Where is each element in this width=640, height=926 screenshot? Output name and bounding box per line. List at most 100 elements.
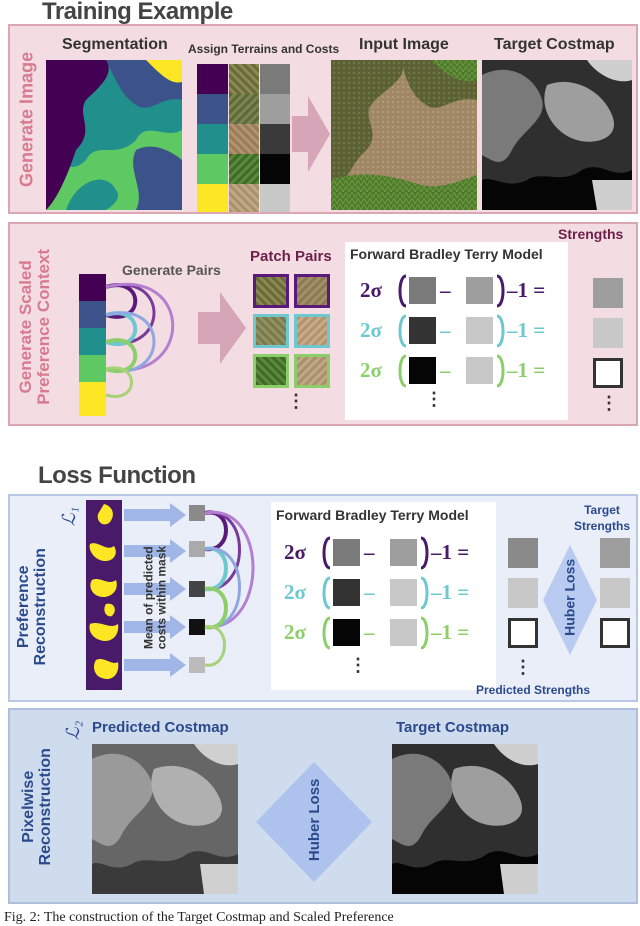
pixelwise-line1: Pixelwise xyxy=(20,770,38,843)
loss-eq-ellipsis: ⋮ xyxy=(349,655,367,675)
arrow-right-icon xyxy=(292,96,330,172)
eq1-prefix: 2σ xyxy=(360,278,382,302)
pred-strength-3 xyxy=(508,618,538,648)
eq2-prefix: 2σ xyxy=(360,318,382,342)
loss-function-title: Loss Function xyxy=(38,462,196,489)
target-costmap-image-2 xyxy=(392,744,538,894)
target-strength-2 xyxy=(600,578,630,608)
loss-eq3-suffix: –1 = xyxy=(431,620,470,644)
mean-text-line1: Mean of predicted xyxy=(141,546,156,649)
loss-eq2-cost-b xyxy=(390,579,417,606)
eq1-open-bracket xyxy=(398,274,407,308)
patch-pair-1-a xyxy=(253,274,289,308)
loss-eq1-close-bracket xyxy=(420,536,429,570)
loss1-symbol: ℒ₁ xyxy=(59,506,80,527)
loss-eq3-minus: – xyxy=(364,620,375,644)
terrain-texture-5 xyxy=(229,184,259,212)
palette-swatch-5 xyxy=(197,184,228,212)
figure-caption: Fig. 2: The construction of the Target C… xyxy=(4,910,394,925)
pred-cost-4 xyxy=(189,619,205,635)
bt-model-title-2: Forward Bradley Terry Model xyxy=(276,507,469,523)
loss-eq2-suffix: –1 = xyxy=(431,580,470,604)
eq1-suffix: –1 = xyxy=(507,278,546,302)
loss-eq1-open-bracket xyxy=(322,536,331,570)
eq2-suffix: –1 = xyxy=(507,318,546,342)
segmentation-label: Segmentation xyxy=(62,36,168,53)
eq2-close-bracket xyxy=(496,314,505,348)
terrain-texture-2 xyxy=(229,94,259,124)
target-strengths-line1: Target xyxy=(584,503,620,517)
loss-eq2-minus: – xyxy=(364,580,375,604)
predicted-strengths-label: Predicted Strengths xyxy=(476,683,591,697)
generate-pairs-label: Generate Pairs xyxy=(122,262,221,278)
terrain-texture-1 xyxy=(229,64,259,94)
patch-ellipsis: ⋮ xyxy=(287,391,305,411)
loss-eq2-cost-a xyxy=(333,579,360,606)
segmentation-image xyxy=(46,60,182,210)
huber-loss-label-2: Huber Loss xyxy=(306,778,324,862)
loss-eq2-open-bracket xyxy=(322,576,331,610)
bt-model-box-2 xyxy=(271,502,496,690)
preference-context-label-line2: Preference Context xyxy=(34,248,53,405)
loss-eq1-minus: – xyxy=(364,540,375,564)
preference-reconstruction-label: Preference Reconstruction xyxy=(15,522,50,692)
mean-text-line2: costs within mask xyxy=(154,545,168,650)
mean-predicted-text: Mean of predicted costs within mask xyxy=(141,538,168,658)
palette-swatch-3 xyxy=(197,124,228,154)
pred-cost-5 xyxy=(189,657,205,673)
pred-strength-1 xyxy=(508,538,538,568)
pair-palette-5 xyxy=(79,382,106,416)
eq3-cost-a xyxy=(409,357,436,384)
eq3-cost-b xyxy=(466,357,493,384)
preference-reconstruction-line2: Reconstruction xyxy=(32,548,49,666)
huber-loss-label-1: Huber Loss xyxy=(561,558,578,636)
patch-pair-3-a xyxy=(253,354,289,388)
target-strengths-label: Target Strengths xyxy=(574,503,630,534)
target-strength-1 xyxy=(600,538,630,568)
pair-palette-4 xyxy=(79,355,106,382)
pred-cost-1 xyxy=(189,505,205,521)
palette-swatch-2 xyxy=(197,94,228,124)
target-strengths-line2: Strengths xyxy=(574,518,631,533)
eq1-minus: – xyxy=(440,278,451,302)
pred-strength-ellipsis: ⋮ xyxy=(514,657,532,677)
loss-eq1-prefix: 2σ xyxy=(284,540,306,564)
eq3-minus: – xyxy=(440,358,451,382)
eq1-cost-a xyxy=(409,277,436,304)
assign-terrains-label: Assign Terrains and Costs xyxy=(188,42,340,56)
cost-swatch-1 xyxy=(260,64,290,94)
eq3-suffix: –1 = xyxy=(507,358,546,382)
cost-swatch-5 xyxy=(260,184,290,212)
pair-arcs-diagram xyxy=(105,283,175,398)
mask-column xyxy=(86,500,122,690)
palette-swatch-1 xyxy=(197,64,228,94)
pred-strength-2 xyxy=(508,578,538,608)
mean-arrows xyxy=(124,503,186,677)
loss-eq2-close-bracket xyxy=(420,576,429,610)
palette-swatch-4 xyxy=(197,154,228,184)
eq3-close-bracket xyxy=(496,354,505,388)
predicted-costmap-image xyxy=(92,744,238,894)
loss-eq1-cost-b xyxy=(390,539,417,566)
pred-cost-2 xyxy=(189,541,205,557)
strength-3 xyxy=(593,358,623,388)
loss-arcs-diagram xyxy=(204,510,255,667)
bt-model-title-1: Forward Bradley Terry Model xyxy=(350,246,543,262)
loss-eq1-suffix: –1 = xyxy=(431,540,470,564)
target-costmap-label: Target Costmap xyxy=(494,36,615,53)
pair-palette-1 xyxy=(79,274,106,301)
strengths-label: Strengths xyxy=(558,226,624,242)
pair-palette-2 xyxy=(79,301,106,328)
preference-context-label: Generate Scaled Preference Context xyxy=(16,237,53,417)
eq3-prefix: 2σ xyxy=(360,358,382,382)
input-image-label: Input Image xyxy=(359,36,449,53)
eq3-open-bracket xyxy=(398,354,407,388)
loss-eq1-cost-a xyxy=(333,539,360,566)
strength-1 xyxy=(593,278,623,308)
cost-swatch-2 xyxy=(260,94,290,124)
bt-model-box-1 xyxy=(345,242,568,420)
pred-cost-3 xyxy=(189,581,205,597)
patch-pair-1-b xyxy=(294,274,330,308)
training-example-title: Training Example xyxy=(42,0,233,25)
loss-eq2-prefix: 2σ xyxy=(284,580,306,604)
